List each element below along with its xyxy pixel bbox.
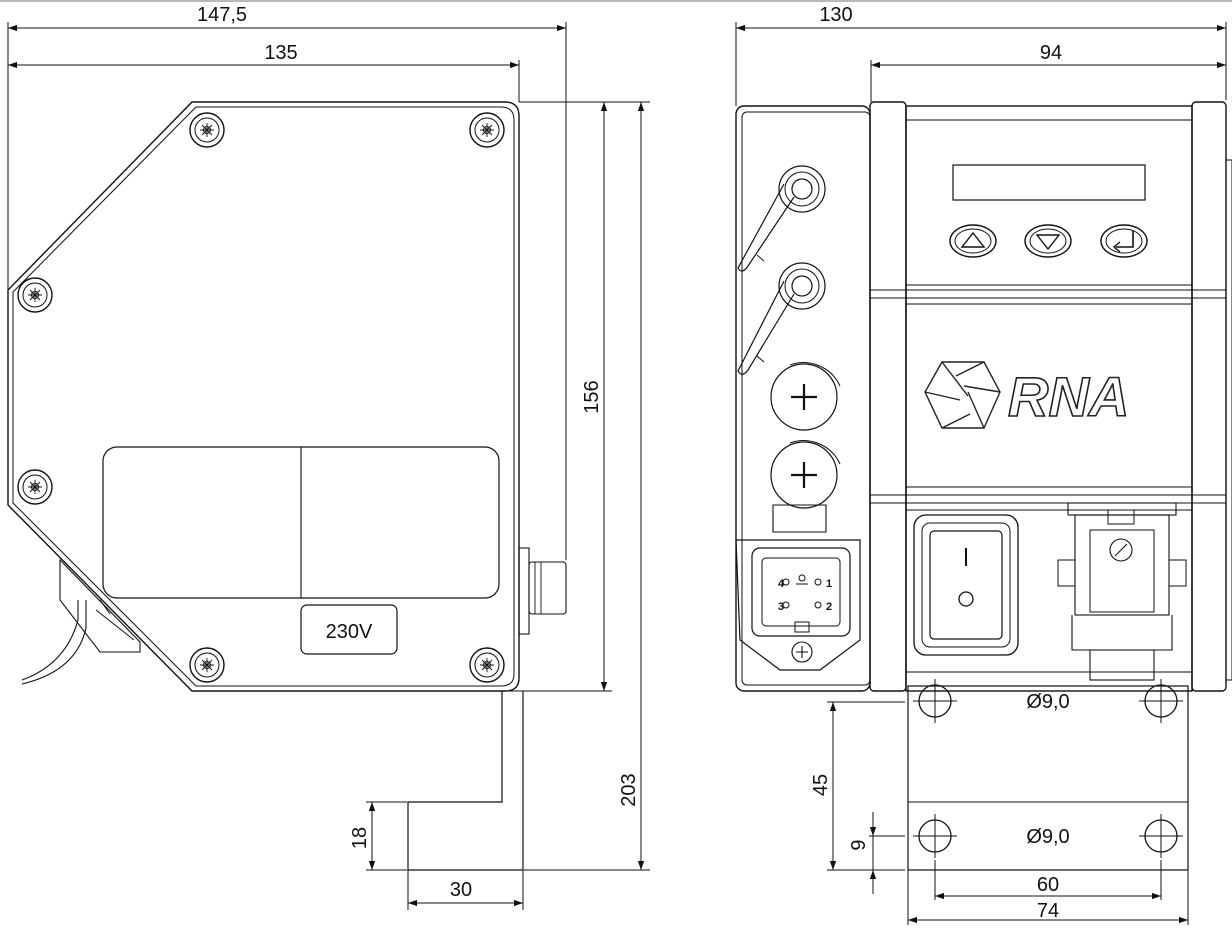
mounting-hole-icon (1139, 679, 1183, 723)
hole-label-top: Ø9,0 (1026, 691, 1069, 713)
pin-label: 3 (778, 601, 784, 613)
pin-label: 2 (826, 601, 832, 613)
enter-icon (1100, 224, 1148, 258)
dim-overall-width: 130 (819, 4, 852, 26)
dim-hole-spacing-horizontal: 60 (1037, 874, 1059, 896)
dim-housing-width: 94 (1040, 42, 1062, 64)
hole-label-bottom: Ø9,0 (1026, 826, 1069, 848)
brand-logo-icon (924, 361, 1001, 429)
screw-icon (469, 112, 505, 148)
dim-bracket-height: 18 (349, 827, 371, 849)
dim-hole-spacing-vertical: 45 (810, 774, 832, 796)
screw-icon (189, 647, 225, 683)
mounting-hole-icon (913, 679, 957, 723)
up-arrow-icon (949, 224, 997, 258)
left-side-view (7, 22, 650, 910)
top-border (0, 0, 1232, 2)
dim-body-width: 135 (264, 42, 297, 64)
screw-icon (189, 112, 225, 148)
screw-icon (17, 277, 53, 313)
pin-label: 1 (826, 578, 832, 590)
dim-overall-width: 147,5 (197, 4, 247, 26)
dim-bracket-width: 30 (450, 879, 472, 901)
down-arrow-icon (1024, 224, 1072, 258)
dim-hole-offset: 9 (848, 839, 870, 850)
dim-overall-height: 203 (618, 773, 640, 806)
voltage-label: 230V (326, 621, 373, 643)
dim-body-height: 156 (581, 380, 603, 413)
mounting-hole-icon (1139, 814, 1183, 858)
screw-icon (17, 469, 53, 505)
screw-icon (469, 647, 505, 683)
front-view (735, 22, 1232, 925)
pin-label: 4 (778, 578, 785, 590)
brand-name: RNA (1008, 365, 1129, 428)
dim-plate-width: 74 (1037, 900, 1059, 922)
mounting-hole-icon (913, 814, 957, 858)
